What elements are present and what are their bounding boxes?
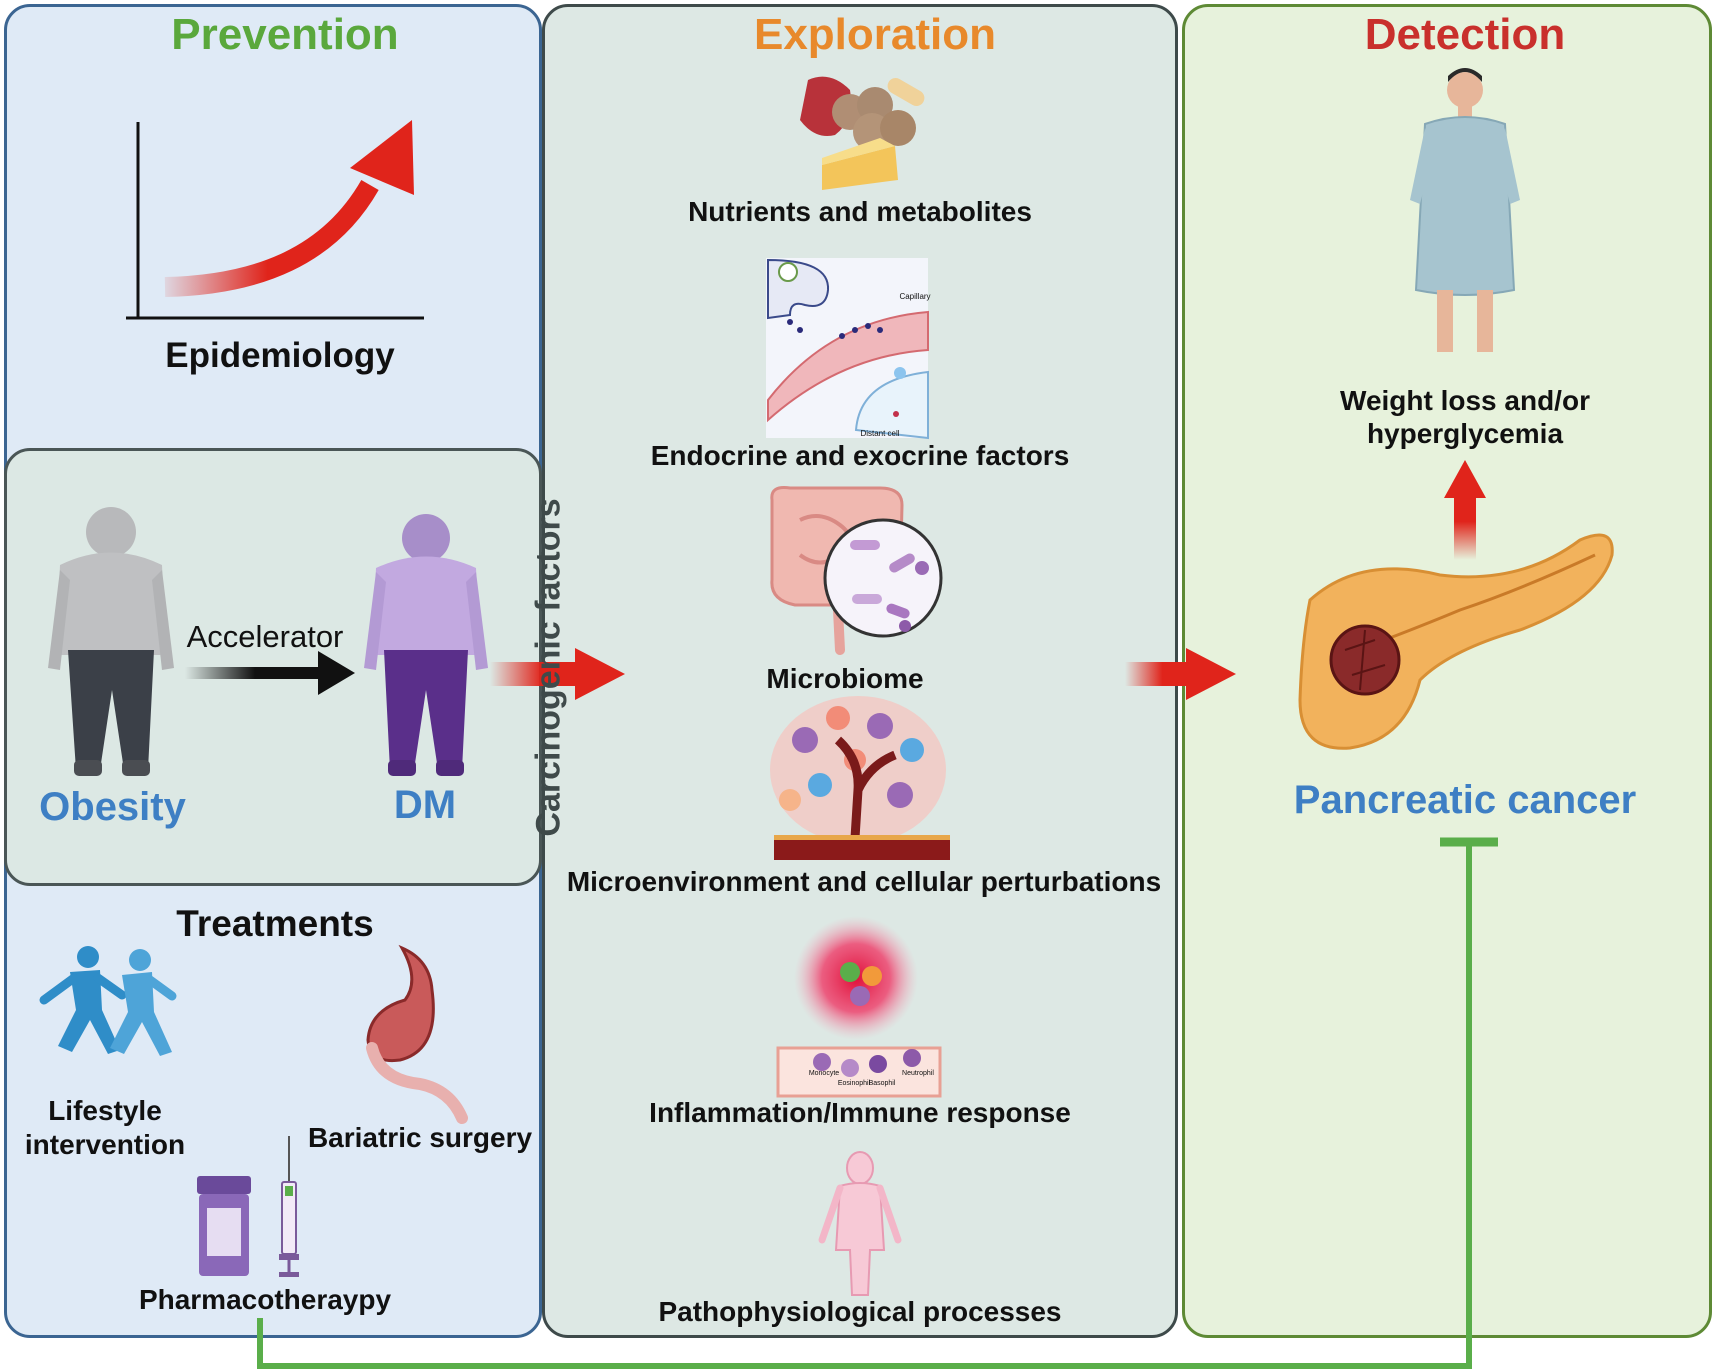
lifestyle-label-line1: Lifestyle xyxy=(48,1095,162,1126)
accelerator-arrow xyxy=(185,651,355,695)
symptom-label-line2: hyperglycemia xyxy=(1366,418,1564,449)
endocrine-capillary-label: Capillary xyxy=(899,292,931,301)
immune-cell-label-eosinophil: Eosinophil xyxy=(837,1080,871,1087)
treatments-title: Treatments xyxy=(176,903,374,944)
human-body-icon xyxy=(818,1151,902,1296)
immune-cell-label-basophil: Basophil xyxy=(868,1080,896,1087)
syringe-icon xyxy=(279,1136,299,1277)
intestine-microbe-icon xyxy=(770,486,943,655)
epidemiology-label: Epidemiology xyxy=(165,336,395,375)
stomach-icon xyxy=(366,944,468,1124)
exploration-item-pathophysiological: Pathophysiological processes xyxy=(658,1296,1062,1327)
endocrine-distant-cell-label: Distant cell xyxy=(860,429,900,438)
carcinogenic-arrow xyxy=(490,648,625,700)
exploration-item-endocrine: Endocrine and exocrine factors xyxy=(650,440,1070,471)
endocrine-diagram-icon xyxy=(766,258,929,440)
obese-person-icon xyxy=(48,507,174,776)
food-icon xyxy=(800,76,925,190)
dm-label: DM xyxy=(393,783,457,827)
pill-bottle-icon xyxy=(197,1176,251,1276)
pharmacotherapy-label: Pharmacotheraypy xyxy=(138,1284,392,1315)
exploration-item-microenvironment: Microenvironment and cellular perturbati… xyxy=(566,866,1162,897)
pancreatic-cancer-label: Pancreatic cancer xyxy=(1293,778,1637,822)
lifestyle-label-line2: intervention xyxy=(24,1129,186,1160)
to-detection-arrow xyxy=(1125,648,1236,700)
runners-icon xyxy=(39,946,177,1056)
inflammation-icon xyxy=(776,916,942,1098)
bariatric-surgery-label: Bariatric surgery xyxy=(307,1122,533,1153)
exploration-item-inflammation: Inflammation/Immune response xyxy=(649,1097,1071,1128)
immune-cell-label-monocyte: Monocyte xyxy=(808,1070,840,1077)
obesity-label: Obesity xyxy=(39,785,186,829)
up-arrow xyxy=(1444,460,1486,560)
patient-icon xyxy=(1410,68,1520,352)
detection-title: Detection xyxy=(1364,10,1566,59)
exploration-panel xyxy=(542,4,1178,1338)
prevention-title: Prevention xyxy=(171,10,399,59)
inhibition-line xyxy=(257,837,1498,1369)
line-graph-icon xyxy=(126,120,424,320)
exploration-item-nutrients: Nutrients and metabolites xyxy=(688,196,1032,227)
pancreas-tumor-icon xyxy=(1298,533,1614,750)
accelerator-label: Accelerator xyxy=(186,619,344,654)
symptom-label-line1: Weight loss and/or xyxy=(1340,385,1590,416)
tumor-microenvironment-icon xyxy=(770,696,950,860)
exploration-item-microbiome: Microbiome xyxy=(766,663,924,694)
carcinogenic-factors-label: Carcinogenic factors xyxy=(529,498,568,837)
exploration-title: Exploration xyxy=(753,10,997,59)
immune-cell-label-neutrophil: Neutrophil xyxy=(902,1070,934,1077)
diabetic-person-icon xyxy=(364,514,488,776)
